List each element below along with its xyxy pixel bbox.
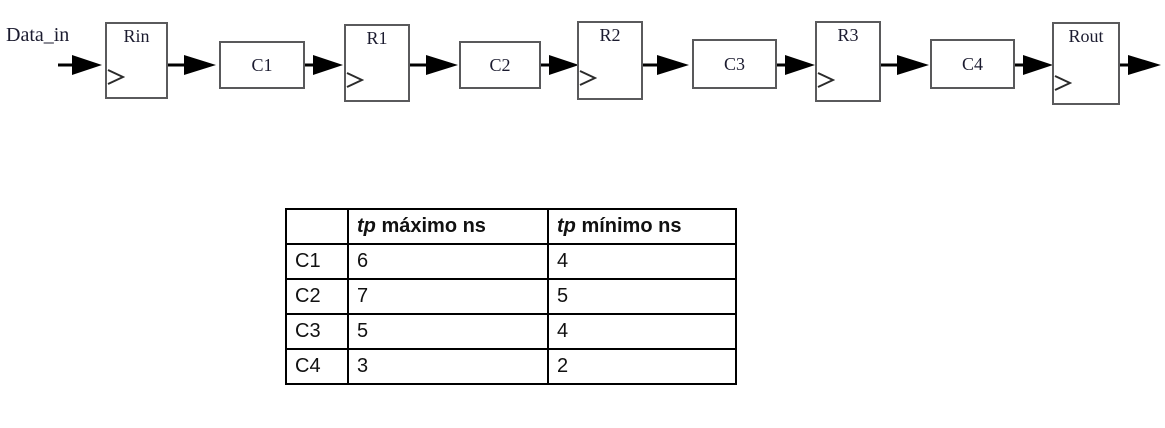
block-r2-label: R2 bbox=[599, 25, 621, 45]
clock-input-icon bbox=[346, 72, 364, 88]
arrow-datain-to-rin bbox=[58, 55, 102, 75]
block-c3-label: C3 bbox=[723, 54, 745, 74]
cell-c3-min: 4 bbox=[547, 313, 737, 350]
block-c1: C1 bbox=[219, 41, 305, 89]
row-label-c2: C2 bbox=[285, 278, 349, 315]
block-r3-label: R3 bbox=[837, 25, 859, 45]
block-r1: R1 bbox=[344, 24, 410, 102]
block-c3: C3 bbox=[692, 39, 777, 89]
tp-symbol: tp bbox=[357, 215, 376, 237]
arrow-r1-to-c2 bbox=[410, 55, 458, 75]
arrow-c2-to-r2 bbox=[541, 55, 579, 75]
table-corner-cell bbox=[285, 208, 349, 245]
row-label-c1: C1 bbox=[285, 243, 349, 280]
clock-input-icon bbox=[107, 69, 125, 85]
arrow-c3-to-r3 bbox=[777, 55, 815, 75]
block-c1-label: C1 bbox=[251, 55, 273, 75]
cell-c2-min: 5 bbox=[547, 278, 737, 315]
clock-input-icon bbox=[579, 70, 597, 86]
block-rout: Rout bbox=[1052, 22, 1120, 105]
block-rout-label: Rout bbox=[1068, 26, 1104, 46]
clock-input-icon bbox=[1054, 75, 1072, 91]
cell-c1-max: 6 bbox=[347, 243, 549, 280]
cell-c2-max: 7 bbox=[347, 278, 549, 315]
table-header-row: tp máximo ns tp mínimo ns bbox=[285, 208, 737, 245]
data-in-label: Data_in bbox=[6, 24, 70, 46]
clock-input-icon bbox=[817, 72, 835, 88]
arrow-r2-to-c3 bbox=[643, 55, 689, 75]
block-c4-label: C4 bbox=[961, 54, 983, 74]
arrow-c1-to-r1 bbox=[305, 55, 343, 75]
arrow-r3-to-c4 bbox=[881, 55, 929, 75]
row-label-c4: C4 bbox=[285, 348, 349, 385]
block-c4: C4 bbox=[930, 39, 1015, 89]
pipeline-diagram: Data_in Rin C1 R1 bbox=[0, 0, 1165, 130]
cell-c4-max: 3 bbox=[347, 348, 549, 385]
block-c2: C2 bbox=[459, 41, 541, 89]
row-label-c3: C3 bbox=[285, 313, 349, 350]
table-body: C1 6 4 C2 7 5 C3 5 4 C4 3 2 bbox=[285, 243, 737, 385]
block-rin: Rin bbox=[105, 22, 168, 99]
tp-min-text: mínimo ns bbox=[575, 215, 682, 237]
block-r3: R3 bbox=[815, 21, 881, 102]
block-r2: R2 bbox=[577, 21, 643, 100]
cell-c1-min: 4 bbox=[547, 243, 737, 280]
block-rin-label: Rin bbox=[123, 26, 150, 46]
tp-delay-table-container: tp máximo ns tp mínimo ns C1 6 4 C2 7 5 … bbox=[285, 208, 737, 385]
tp-delay-table: tp máximo ns tp mínimo ns C1 6 4 C2 7 5 … bbox=[285, 208, 737, 385]
column-header-tp-max: tp máximo ns bbox=[347, 208, 549, 245]
column-header-tp-min: tp mínimo ns bbox=[547, 208, 737, 245]
table-row: C2 7 5 bbox=[285, 278, 737, 315]
tp-max-text: máximo ns bbox=[375, 215, 486, 237]
arrow-rin-to-c1 bbox=[168, 55, 216, 75]
block-r1-label: R1 bbox=[366, 28, 388, 48]
cell-c4-min: 2 bbox=[547, 348, 737, 385]
table-row: C3 5 4 bbox=[285, 313, 737, 350]
table-row: C4 3 2 bbox=[285, 348, 737, 385]
block-c2-label: C2 bbox=[489, 55, 511, 75]
cell-c3-max: 5 bbox=[347, 313, 549, 350]
arrow-rout-to-output bbox=[1120, 55, 1161, 75]
arrow-c4-to-rout bbox=[1015, 55, 1053, 75]
table-header: tp máximo ns tp mínimo ns bbox=[285, 208, 737, 245]
tp-symbol: tp bbox=[557, 215, 576, 237]
table-row: C1 6 4 bbox=[285, 243, 737, 280]
